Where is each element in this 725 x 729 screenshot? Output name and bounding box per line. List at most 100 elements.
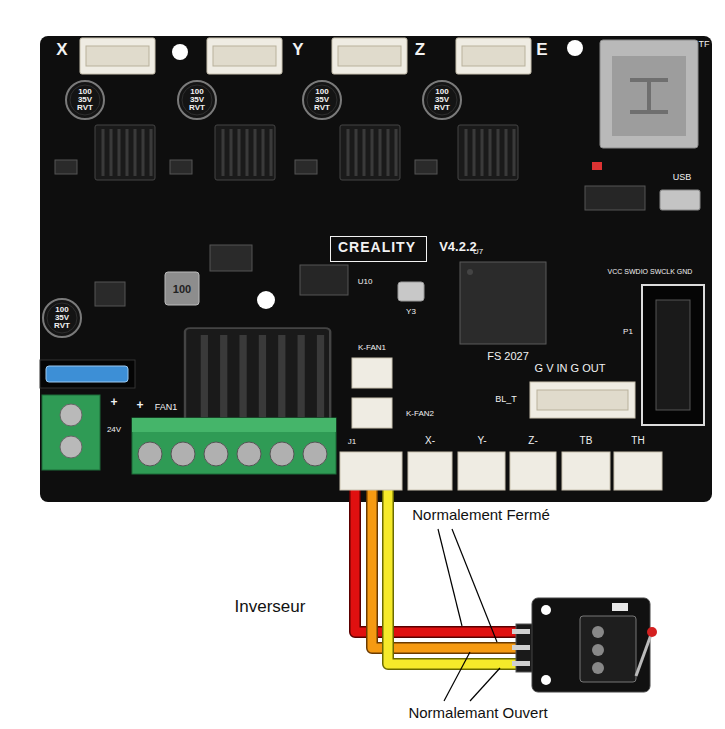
fan-connector: [352, 358, 392, 388]
board-version: V4.2.2: [439, 240, 477, 254]
mounting-hole: [541, 605, 551, 615]
red-wire: [355, 470, 524, 632]
silkscreen-label: U10: [358, 278, 373, 287]
diode: [55, 160, 77, 174]
mounting-hole: [172, 44, 188, 60]
swd-header: [642, 285, 704, 425]
mounting-hole: [567, 40, 583, 56]
wire-outline: [388, 470, 524, 664]
usb-connector: [660, 190, 700, 210]
sd-card-slot-inner: [612, 56, 686, 136]
terminal-screw: [60, 436, 82, 458]
motor-connector: [207, 38, 282, 74]
terminal-screw: [270, 442, 294, 466]
connector-label: X-: [425, 435, 435, 446]
yellow-wire: [388, 470, 524, 664]
mounting-hole: [257, 291, 275, 309]
silkscreen-label: FS 2027: [487, 350, 529, 362]
connector-label: BL_T: [495, 395, 517, 405]
mosfet-heatsink: [185, 328, 330, 424]
connector-label: TB: [580, 435, 593, 446]
switch-lever: [636, 632, 652, 676]
switch-pcb: [532, 598, 650, 692]
output-terminal-top: [132, 418, 336, 432]
inductor: [165, 272, 199, 305]
header-pin: [512, 629, 530, 634]
motor-connector: [456, 38, 531, 74]
driver-heatsink: [215, 125, 275, 180]
polarity-mark: +: [136, 399, 143, 412]
connector-slot: [537, 390, 628, 410]
connector-label: K-FAN1: [358, 344, 386, 353]
swd-header-inner: [656, 300, 690, 410]
terminal-screw: [138, 442, 162, 466]
sd-card-slot: [600, 40, 698, 148]
connector-label: Z-: [528, 435, 537, 446]
switch-terminal: [592, 644, 604, 656]
switch-terminal: [592, 662, 604, 674]
endstop-connector: [458, 452, 505, 490]
capacitor-marking: 100 35V RVT: [74, 88, 96, 112]
header-pin: [512, 645, 530, 650]
output-terminal: [132, 418, 336, 474]
terminal-screw: [60, 404, 82, 426]
silkscreen-label: FAN1: [155, 403, 178, 413]
logo-box: CREALITY: [330, 236, 427, 262]
leader-line: [470, 668, 500, 701]
regulator-chip: [210, 245, 252, 271]
mosfet-heatsink-body: [185, 328, 330, 424]
mounting-hole: [541, 675, 551, 685]
silkscreen-label: TF: [699, 40, 710, 50]
terminal-screw: [204, 442, 228, 466]
diode: [295, 160, 317, 174]
capacitor: [66, 81, 104, 119]
switch-terminal: [592, 626, 604, 638]
lever-roller: [647, 627, 657, 637]
capacitor: [423, 81, 461, 119]
fan-connector: [352, 398, 392, 428]
pin-names: G V IN G OUT: [535, 362, 606, 374]
annotation-label: Normalemant Ouvert: [408, 705, 547, 722]
j1-connector: [340, 452, 402, 490]
wire-outline: [372, 470, 524, 648]
leader-lines: [438, 529, 500, 701]
capacitor: [43, 299, 81, 337]
capacitor: [178, 81, 216, 119]
wire-harness: [355, 470, 524, 664]
driver-heatsink: [95, 125, 155, 180]
usb-uart-chip: [300, 265, 348, 295]
power-terminal: [42, 395, 100, 470]
terminal-screw: [237, 442, 261, 466]
pin-names: VCC SWDIO SWCLK GND: [608, 268, 693, 276]
pcb-board: [40, 36, 712, 502]
fuse-holder: [40, 360, 135, 388]
leader-line: [444, 652, 470, 701]
microswitch-body: [580, 616, 636, 682]
driver-heatsink: [340, 125, 400, 180]
header-pin: [512, 661, 530, 666]
diode: [415, 160, 437, 174]
led: [592, 162, 602, 170]
annotation-label: Inverseur: [235, 598, 306, 617]
terminal-screw: [303, 442, 327, 466]
capacitor: [303, 81, 341, 119]
capacitor-marking: 100 35V RVT: [311, 88, 333, 112]
sd-card-mark: [630, 80, 668, 112]
logo-text: CREALITY: [338, 240, 419, 255]
diode: [170, 160, 192, 174]
leader-line: [452, 529, 497, 642]
annotation-label: Normalement Fermé: [412, 507, 550, 524]
connector-label: Z: [415, 41, 425, 60]
connector-label: Y-: [477, 435, 486, 446]
connector-label: X: [56, 41, 67, 60]
bltouch-connector: [530, 382, 635, 418]
silkscreen-label: USB: [673, 173, 692, 183]
capacitor-marking: 100 35V RVT: [186, 88, 208, 112]
connector-label: Y: [292, 41, 303, 60]
endstop-connector: [510, 452, 556, 490]
mcu-chip: [460, 262, 546, 344]
silkscreen-label: U7: [473, 248, 483, 257]
